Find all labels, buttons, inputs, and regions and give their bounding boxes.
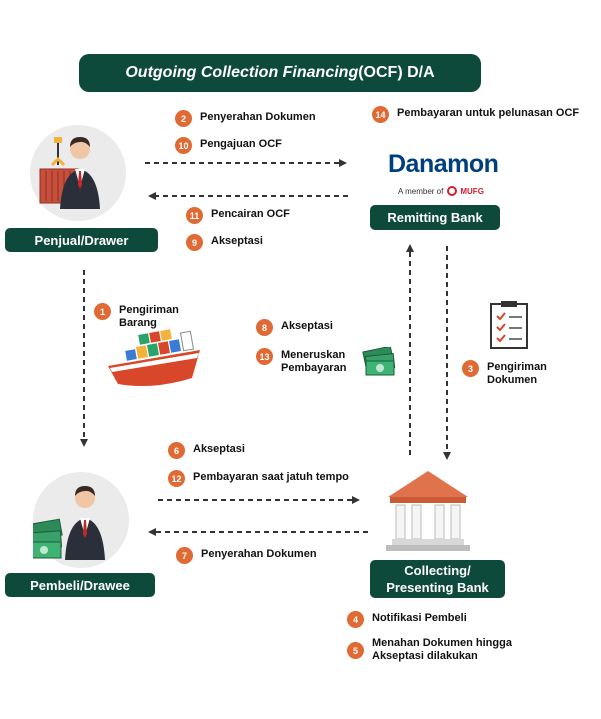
step-label-line2: Barang	[119, 317, 157, 329]
step-label: Pencairan OCF	[211, 208, 290, 220]
collecting-bank-label: Collecting/ Presenting Bank	[370, 560, 505, 598]
step-badge: 4	[347, 611, 364, 628]
step-label: Pengajuan OCF	[200, 138, 282, 150]
step-badge: 6	[168, 442, 185, 459]
step-1: 1 Pengiriman Barang	[94, 303, 179, 330]
mufg-member-text: A member of MUFG	[398, 186, 484, 196]
step-badge: 2	[175, 110, 192, 127]
step-2: 2 Penyerahan Dokumen	[175, 110, 316, 127]
step-3: 3 Pengiriman Dokumen	[462, 360, 547, 387]
step-label-line1: Meneruskan	[281, 349, 346, 361]
step-badge: 3	[462, 360, 479, 377]
step-badge: 8	[256, 319, 273, 336]
step-label: Penyerahan Dokumen	[201, 548, 317, 560]
step-label: Pengiriman Barang	[119, 304, 179, 330]
step-badge: 10	[175, 137, 192, 154]
collecting-bank-line2: Presenting Bank	[386, 580, 489, 595]
step-label-line1: Pengiriman	[119, 304, 179, 316]
document-icon	[489, 300, 531, 350]
step-10: 10 Pengajuan OCF	[175, 137, 282, 154]
step-label: Menahan Dokumen hingga Akseptasi dilakuk…	[372, 637, 512, 663]
title-italic: Outgoing Collection Financing	[125, 64, 359, 81]
step-badge: 14	[372, 106, 389, 123]
diagram-title: Outgoing Collection Financing (OCF) D/A	[79, 54, 481, 92]
step-label: Pembayaran saat jatuh tempo	[193, 471, 349, 483]
step-label: Akseptasi	[281, 320, 333, 332]
member-text: A member of	[398, 186, 444, 196]
step-14: 14 Pembayaran untuk pelunasan OCF	[372, 106, 580, 123]
step-5: 5 Menahan Dokumen hingga Akseptasi dilak…	[347, 637, 512, 663]
money-icon	[360, 345, 398, 377]
step-6: 6 Akseptasi	[168, 442, 245, 459]
step-badge: 1	[94, 303, 111, 320]
step-badge: 13	[256, 348, 273, 365]
step-12: 12 Pembayaran saat jatuh tempo	[168, 470, 349, 487]
buyer-label: Pembeli/Drawee	[5, 573, 155, 597]
seller-label: Penjual/Drawer	[5, 228, 158, 252]
ship-icon	[104, 324, 204, 390]
mufg-icon	[447, 186, 458, 196]
step-label: Akseptasi	[211, 235, 263, 247]
step-7: 7 Penyerahan Dokumen	[176, 547, 317, 564]
danamon-logo: Danamon	[388, 150, 499, 178]
step-label-line2: Dokumen	[487, 374, 538, 386]
step-badge: 9	[186, 234, 203, 251]
mufg-text: MUFG	[460, 186, 484, 196]
collecting-bank-line1: Collecting/	[404, 563, 471, 578]
remitting-bank-label: Remitting Bank	[370, 205, 500, 230]
step-label-line2: Pembayaran	[281, 362, 347, 374]
step-label: Akseptasi	[193, 443, 245, 455]
step-label-line2: Akseptasi dilakukan	[372, 650, 478, 662]
step-label: Pembayaran untuk pelunasan OCF	[397, 107, 580, 119]
step-13: 13 Meneruskan Pembayaran	[256, 348, 346, 375]
step-label-line1: Pengiriman	[487, 361, 547, 373]
buyer-illustration	[25, 472, 129, 568]
step-9: 9 Akseptasi	[186, 234, 263, 251]
step-badge: 5	[347, 642, 364, 659]
step-badge: 12	[168, 470, 185, 487]
step-badge: 11	[186, 207, 203, 224]
step-label: Pengiriman Dokumen	[487, 361, 547, 387]
step-label-line1: Menahan Dokumen hingga	[372, 637, 512, 649]
step-4: 4 Notifikasi Pembeli	[347, 611, 467, 628]
seller-illustration	[30, 125, 126, 221]
step-label: Notifikasi Pembeli	[372, 612, 467, 624]
bank-building-icon	[382, 467, 474, 553]
step-11: 11 Pencairan OCF	[186, 207, 290, 224]
step-label: Meneruskan Pembayaran	[281, 349, 346, 375]
step-badge: 7	[176, 547, 193, 564]
step-8: 8 Akseptasi	[256, 319, 333, 336]
step-label: Penyerahan Dokumen	[200, 111, 316, 123]
title-rest: (OCF) D/A	[358, 64, 435, 81]
